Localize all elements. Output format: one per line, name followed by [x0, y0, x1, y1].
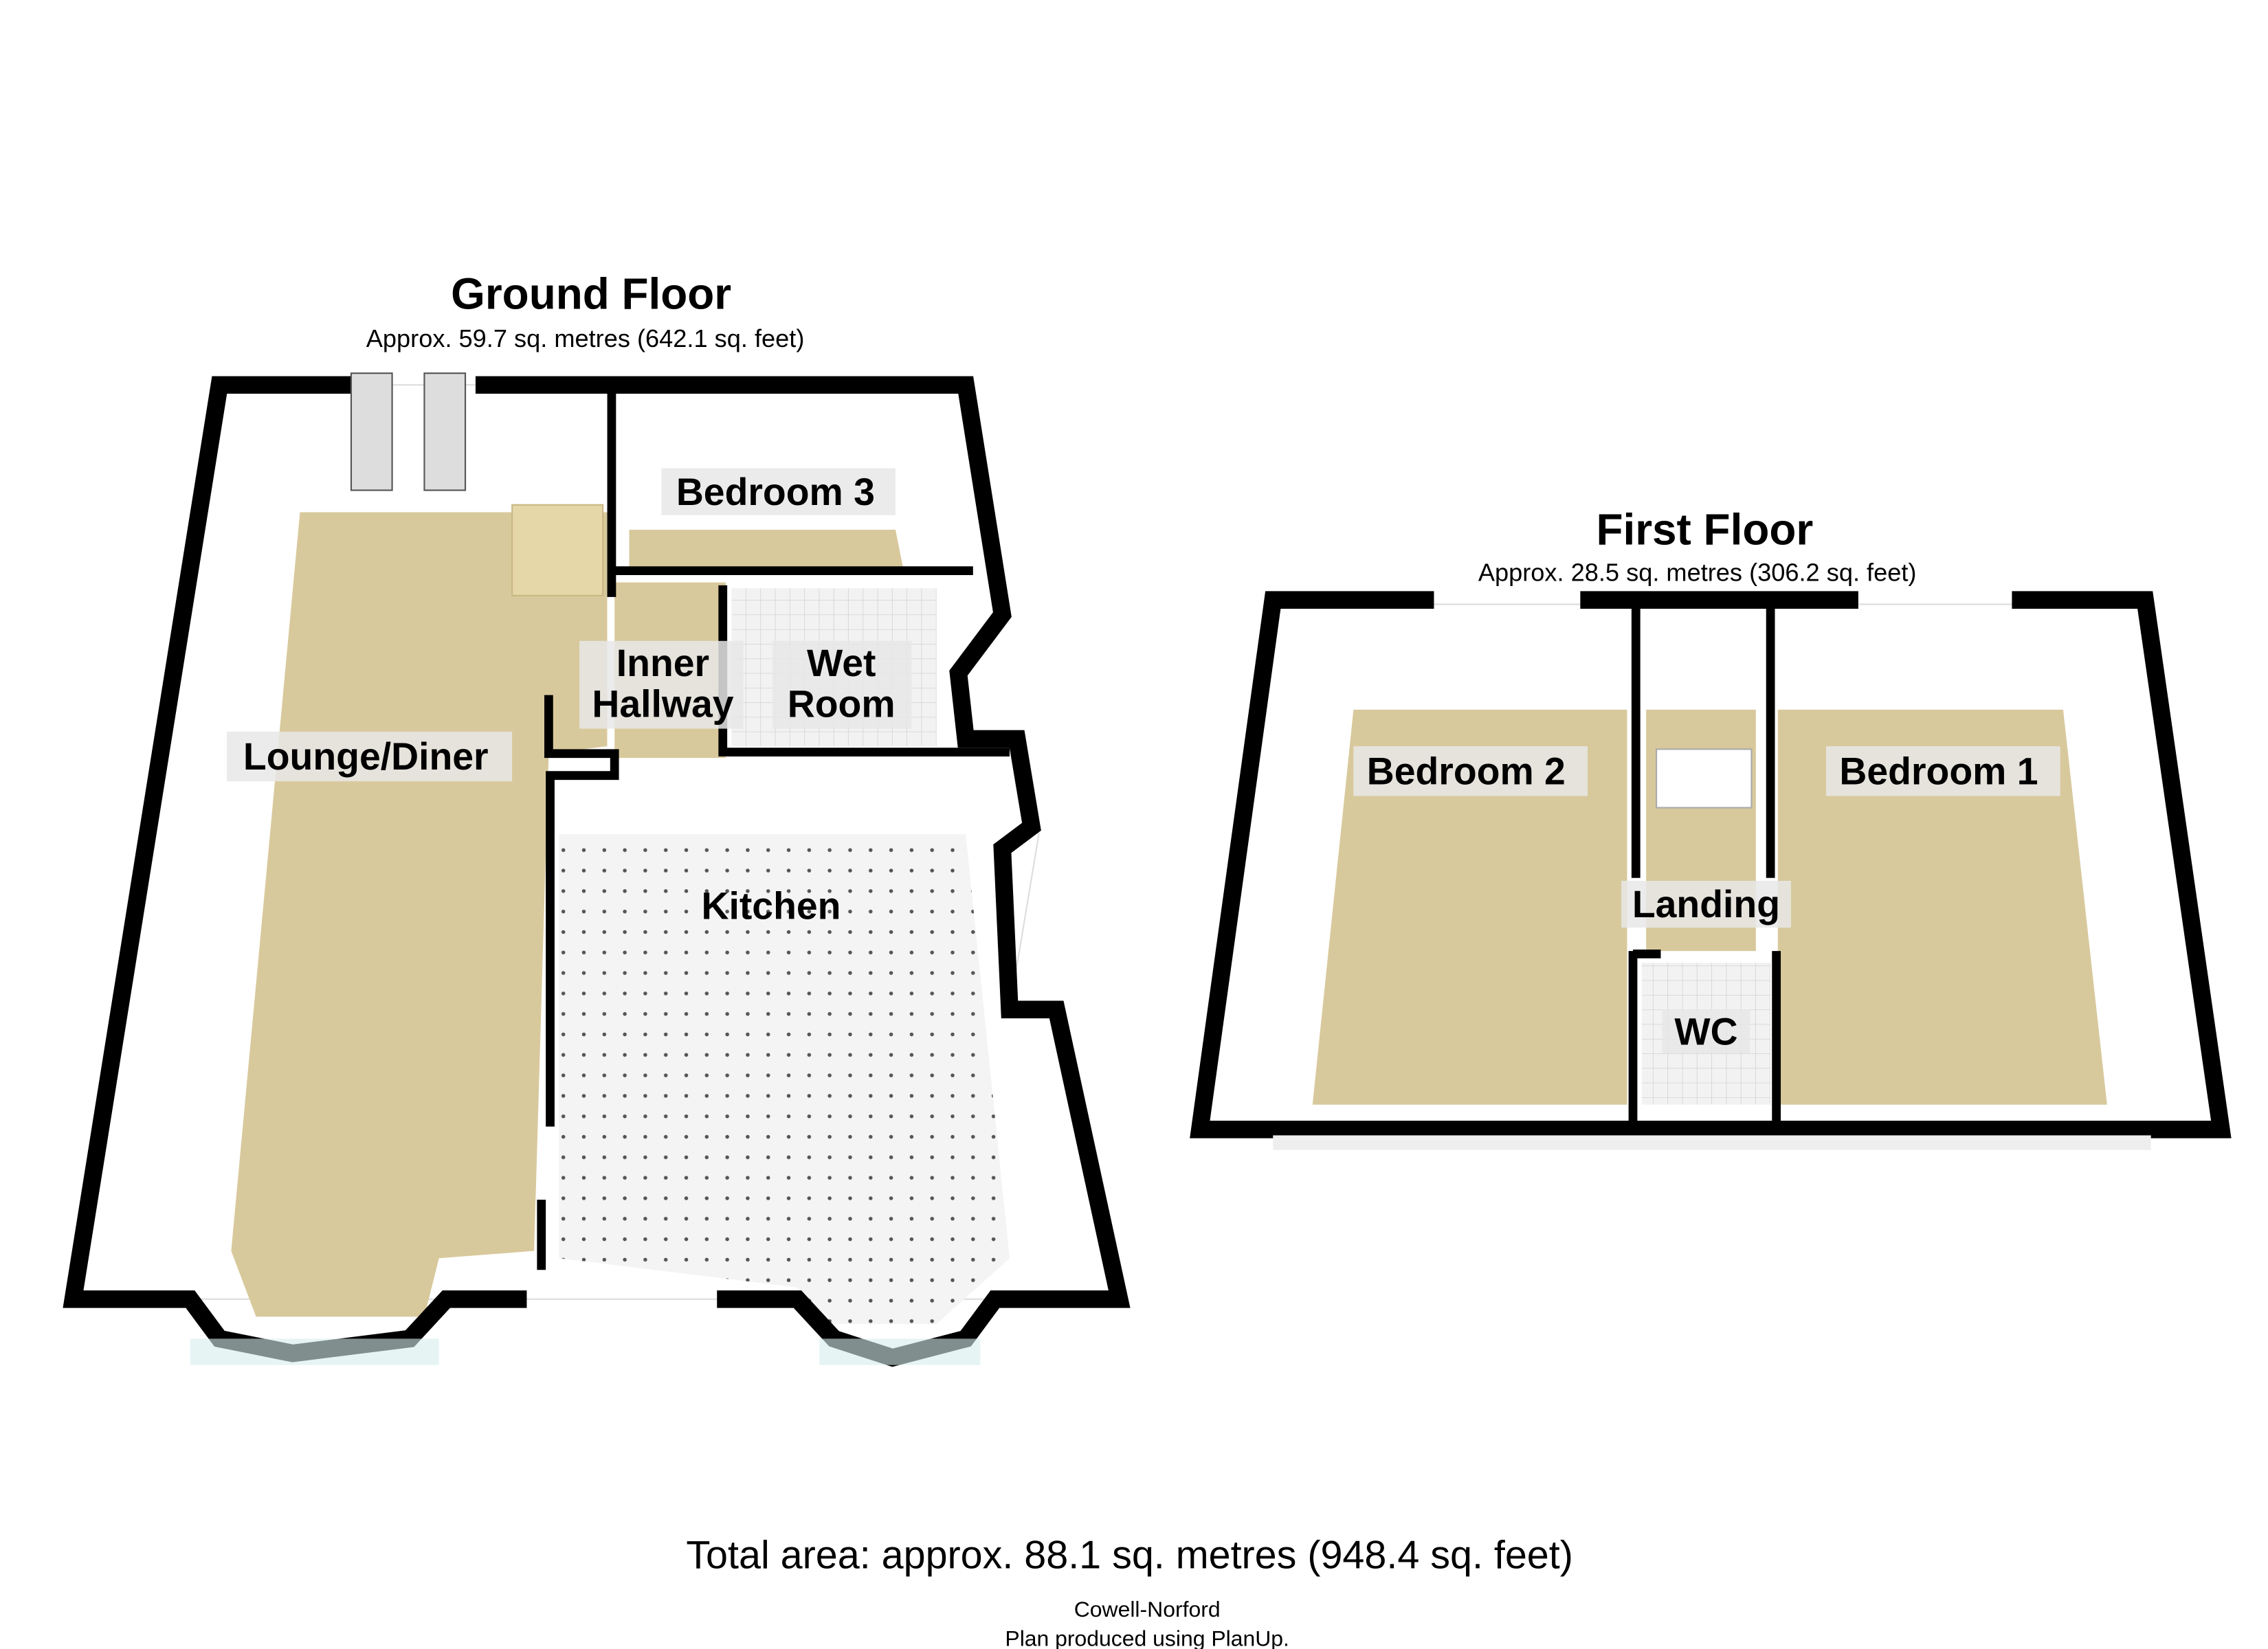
- front-door-2[interactable]: [423, 372, 467, 491]
- produced-by: Plan produced using PlanUp.: [1005, 1626, 1289, 1649]
- first-outer-wall: [1190, 591, 2232, 1138]
- total-area: Total area: approx. 88.1 sq. metres (948…: [686, 1534, 1573, 1578]
- bedroom1-floor: [1777, 709, 2107, 1105]
- room-label-inner-hallway-line1: Inner: [616, 642, 709, 684]
- room-label-bedroom2: Bedroom 2: [1367, 750, 1566, 792]
- room-label-landing: Landing: [1632, 883, 1780, 926]
- bay-window-lounge: [190, 1338, 439, 1365]
- ground-floor-plan: [63, 372, 1131, 1367]
- room-label-inner-hallway-line2: Hallway: [592, 683, 733, 726]
- bay-window-kitchen: [819, 1338, 981, 1365]
- lounge-floor: [231, 512, 608, 1317]
- bedroom2-floor: [1312, 709, 1627, 1105]
- front-door[interactable]: [350, 372, 393, 491]
- room-label-bedroom3: Bedroom 3: [676, 471, 875, 513]
- ground-internal-walls-4: [544, 695, 619, 1127]
- first-base-shadow: [1273, 1135, 2151, 1150]
- first-floor-area: Approx. 28.5 sq. metres (306.2 sq. feet): [1478, 559, 1917, 587]
- first-floor-title: First Floor: [1596, 504, 1813, 554]
- first-floor-plan: [1190, 591, 2232, 1150]
- room-label-wc: WC: [1674, 1010, 1737, 1053]
- ground-floor-title: Ground Floor: [451, 269, 731, 319]
- stairs: [511, 504, 604, 596]
- room-label-lounge: Lounge/Diner: [243, 735, 489, 778]
- room-label-wet-room-line2: Room: [788, 683, 896, 726]
- ground-floor-area: Approx. 59.7 sq. metres (642.1 sq. feet): [366, 324, 805, 352]
- agent-name: Cowell-Norford: [1074, 1597, 1221, 1622]
- first-stairs: [1656, 748, 1753, 809]
- kitchen-floor: [559, 833, 1010, 1325]
- room-label-kitchen: Kitchen: [702, 884, 841, 927]
- room-label-wet-room-line1: Wet: [807, 642, 876, 684]
- room-label-bedroom1: Bedroom 1: [1839, 750, 2038, 792]
- bedroom3-floor: [629, 530, 904, 574]
